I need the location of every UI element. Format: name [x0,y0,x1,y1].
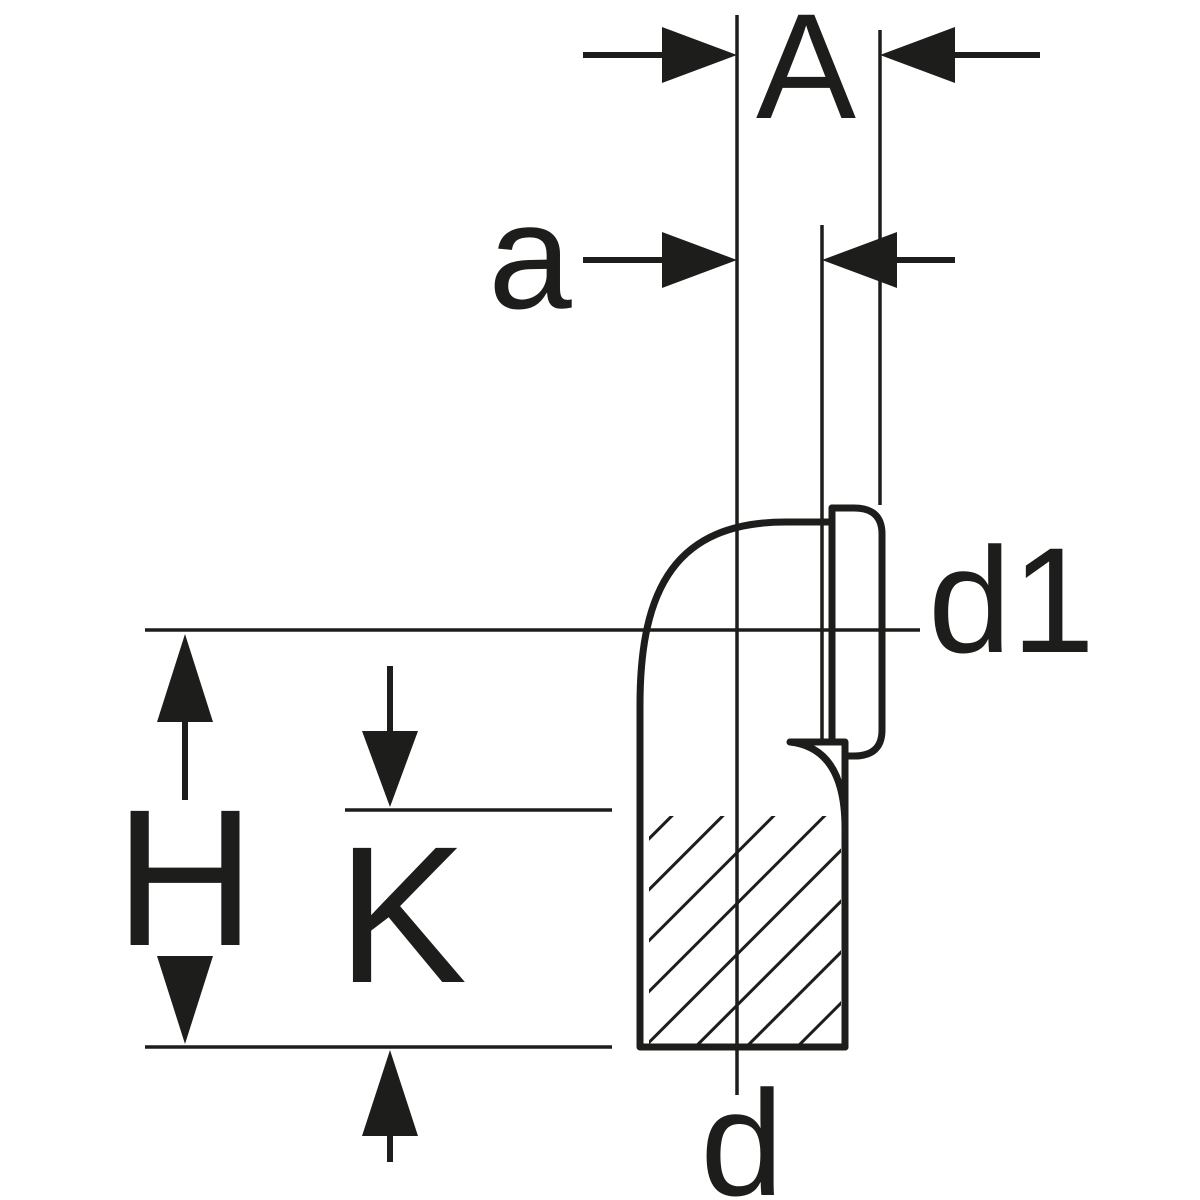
arrow-K-up [362,1050,418,1136]
dim-label-K: K [337,806,467,1024]
arrow-a-right [822,232,897,288]
dim-label-d: d [700,1059,783,1200]
dim-label-d1: d1 [928,516,1095,684]
elbow-outline [636,518,849,1051]
arrow-A-left [662,27,737,83]
arrow-H-down [157,956,213,1044]
arrow-a-left [662,232,737,288]
dim-label-H: H [115,769,256,987]
dim-label-a: a [488,172,572,340]
arrow-K-down [362,731,418,807]
arrow-H-up [157,634,213,722]
arrow-A-right [880,27,955,83]
seal-ring [828,504,886,760]
cross-section-hatch [649,816,841,1044]
inner-fillet [786,738,849,832]
dim-label-A: A [756,0,856,150]
